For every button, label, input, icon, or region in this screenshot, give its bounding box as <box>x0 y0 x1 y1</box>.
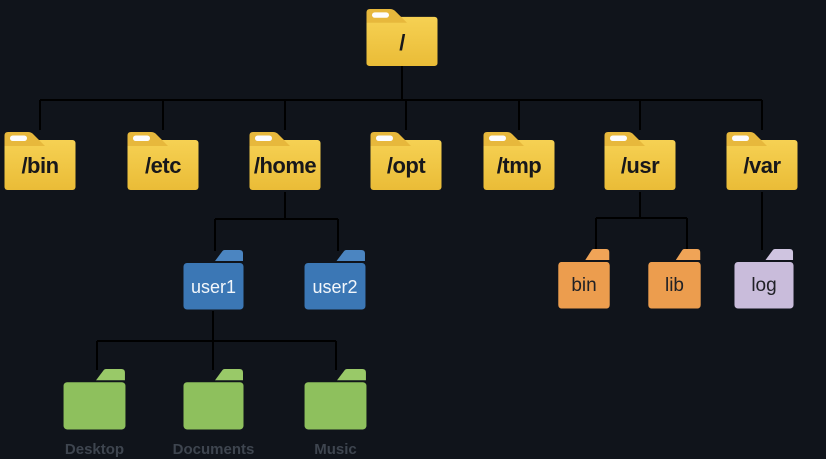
folder-var: /var <box>725 128 799 192</box>
folder-icon <box>734 249 794 309</box>
folder-usr-lib: lib <box>647 247 702 310</box>
folder-tmp: /tmp <box>482 128 556 192</box>
folder-caption: Music <box>314 441 357 458</box>
folder-icon <box>483 132 555 190</box>
folder-root: / <box>365 5 439 68</box>
folder-etc: /etc <box>126 128 200 192</box>
folder-home: /home <box>248 128 322 192</box>
folder-icon <box>726 132 798 190</box>
connector-user1-to-children <box>96 311 337 370</box>
folder-icon <box>370 132 442 190</box>
folder-icon <box>183 369 244 430</box>
folder-icon <box>304 369 367 430</box>
folder-desktop: Desktop <box>62 367 127 458</box>
folder-icon <box>366 8 438 67</box>
folder-caption: Desktop <box>64 441 125 458</box>
folder-icon <box>249 132 321 190</box>
folder-icon <box>63 369 126 430</box>
folder-caption: Documents <box>172 441 255 458</box>
folder-icon <box>558 249 610 309</box>
folder-opt: /opt <box>369 128 443 192</box>
folder-usr-bin: bin <box>557 247 611 310</box>
folder-var-log: log <box>733 247 795 310</box>
folder-icon <box>127 132 199 190</box>
folder-icon <box>183 250 244 310</box>
folder-user2: user2 <box>303 248 367 311</box>
folder-icon <box>604 132 676 190</box>
folder-music: Music <box>303 367 368 458</box>
connector-home-to-users <box>214 192 339 251</box>
folder-documents: Documents <box>173 367 254 458</box>
folder-bin: /bin <box>3 128 77 192</box>
folder-user1: user1 <box>182 248 245 311</box>
connector-root-to-level2 <box>39 66 763 130</box>
folder-icon <box>648 249 701 309</box>
folder-usr: /usr <box>603 128 677 192</box>
connector-usr-to-children <box>595 192 688 250</box>
folder-icon <box>4 132 76 190</box>
folder-icon <box>304 250 366 310</box>
